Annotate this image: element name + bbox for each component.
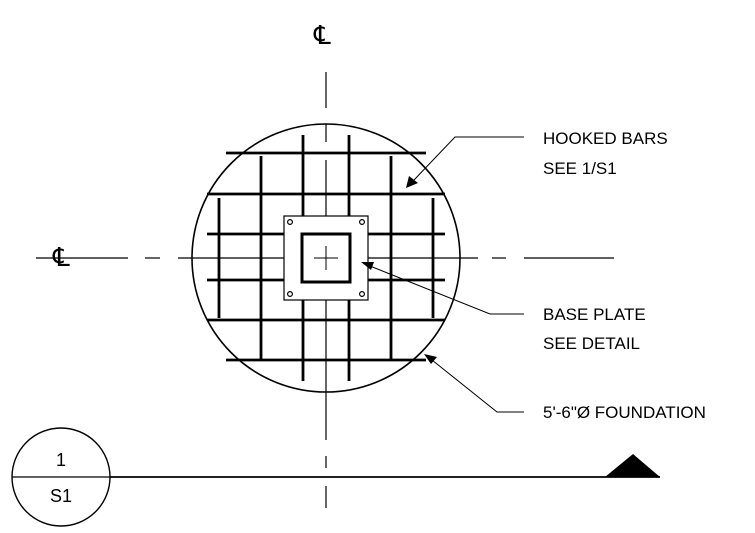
anchor-bolts	[287, 219, 366, 298]
leader-arrowhead	[406, 176, 418, 188]
callout-base-plate-line2: SEE DETAIL	[543, 334, 640, 353]
base-plate	[283, 215, 369, 301]
callout-foundation: 5'-6"Ø FOUNDATION	[543, 403, 706, 422]
leader-arrowhead	[361, 262, 374, 270]
column-section	[300, 232, 352, 284]
detail-number: 1	[56, 450, 66, 470]
north-arrow-icon	[605, 454, 660, 477]
leader-arrowhead	[424, 354, 437, 364]
leader-foundation	[431, 359, 524, 413]
callout-base-plate-line1: BASE PLATE	[543, 305, 646, 324]
detail-sheet: S1	[50, 486, 72, 506]
callout-hooked-bars-line2: SEE 1/S1	[543, 159, 617, 178]
leader-base-plate	[369, 265, 524, 315]
centerline-symbol-top: ℄	[313, 21, 331, 51]
callout-hooked-bars-line1: HOOKED BARS	[543, 129, 668, 148]
leader-hooked-bars	[413, 136, 524, 181]
centerline-symbol-left: ℄	[52, 243, 70, 273]
foundation-circle	[191, 123, 461, 393]
detail-tag: 1 S1	[11, 427, 111, 527]
